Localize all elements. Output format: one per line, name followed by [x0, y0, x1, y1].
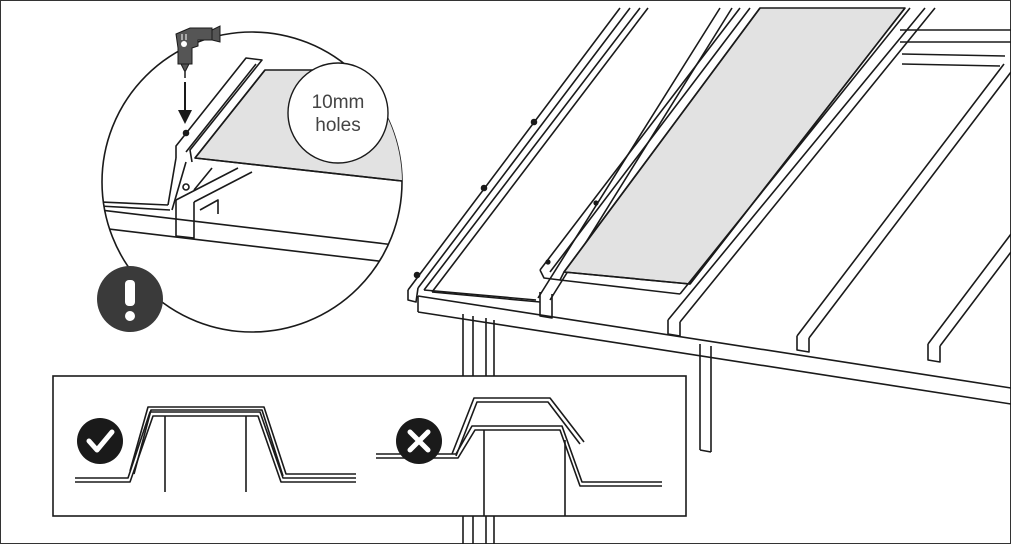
joists	[537, 7, 1011, 363]
checkmark-icon	[77, 418, 123, 464]
holes-callout: 10mm holes	[287, 62, 389, 164]
main-beam	[417, 295, 1011, 405]
correct-overlap-profile	[75, 406, 356, 492]
drill-direction-arrow	[178, 82, 192, 124]
exclamation-warning-icon	[97, 266, 163, 332]
roof-sheet-highlighted	[539, 7, 911, 319]
roof-sheet-left	[407, 7, 649, 303]
callout-line-2: holes	[315, 115, 360, 136]
drill-icon	[175, 25, 221, 78]
back-rafters	[900, 29, 1011, 67]
cross-icon	[396, 418, 442, 464]
overlap-comparison-panel	[52, 375, 687, 517]
callout-line-1: 10mm	[312, 92, 365, 113]
incorrect-overlap-profile	[376, 397, 662, 516]
